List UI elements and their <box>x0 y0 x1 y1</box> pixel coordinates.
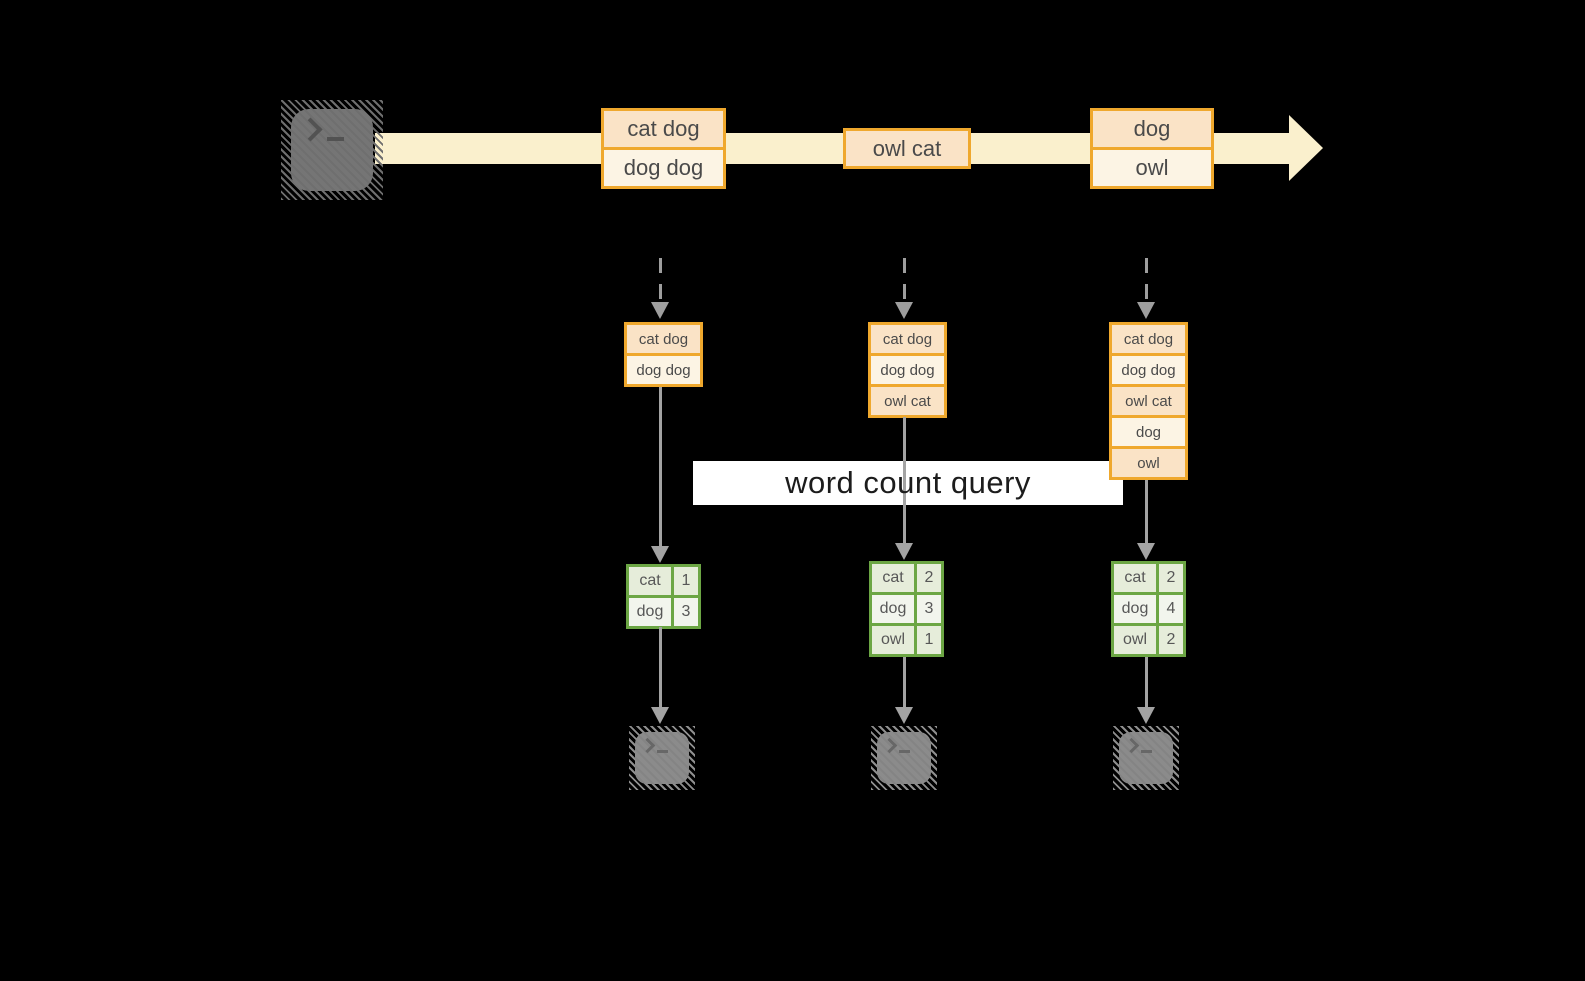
output-terminal-icon <box>1113 726 1179 790</box>
query-banner-background <box>693 461 1123 505</box>
buffer-event: cat dog <box>627 325 700 353</box>
terminal-cursor-icon <box>327 137 344 141</box>
arrow-shaft <box>903 417 906 543</box>
buffer-event: cat dog <box>871 325 944 353</box>
count-word-cell: owl <box>1114 626 1156 654</box>
dashed-arrow-head-icon <box>1137 302 1155 319</box>
count-value-cell: 3 <box>674 598 698 626</box>
count-word-cell: cat <box>1114 564 1156 592</box>
count-word-cell: dog <box>1114 595 1156 623</box>
count-word-cell: cat <box>872 564 914 592</box>
buffer-event: dog dog <box>871 353 944 384</box>
terminal-screen <box>877 732 931 784</box>
buffer-event: dog <box>1112 415 1185 446</box>
terminal-screen <box>291 109 373 191</box>
count-word-cell: dog <box>872 595 914 623</box>
count-value-cell: 2 <box>1159 564 1183 592</box>
arrow-head-icon <box>651 707 669 724</box>
output-terminal-icon <box>871 726 937 790</box>
stream-event: owl <box>1093 147 1211 186</box>
dashed-arrow-head-icon <box>895 302 913 319</box>
dashed-arrow-shaft <box>1145 258 1148 302</box>
dashed-arrow-shaft <box>903 258 906 302</box>
output-terminal-icon <box>629 726 695 790</box>
buffer-stack-1: cat dog dog dog <box>624 322 703 387</box>
arrow-head-icon <box>895 543 913 560</box>
arrow-head-icon <box>1137 707 1155 724</box>
buffer-event: dog dog <box>627 353 700 384</box>
count-value-cell: 1 <box>674 567 698 595</box>
stream-event: dog <box>1093 111 1211 147</box>
dashed-arrow-shaft <box>659 258 662 302</box>
source-terminal-icon <box>281 100 383 200</box>
arrow-shaft <box>1145 480 1148 543</box>
count-value-cell: 1 <box>917 626 941 654</box>
count-word-cell: owl <box>872 626 914 654</box>
arrow-shaft <box>659 627 662 707</box>
buffer-event: cat dog <box>1112 325 1185 353</box>
stream-event: cat dog <box>604 111 723 147</box>
terminal-prompt-chevron-icon <box>1123 737 1140 754</box>
count-value-cell: 2 <box>1159 626 1183 654</box>
arrow-head-icon <box>895 707 913 724</box>
count-table-2: cat 2 dog 3 owl 1 <box>869 561 944 657</box>
buffer-stack-3: cat dog dog dog owl cat dog owl <box>1109 322 1188 480</box>
buffer-event: owl <box>1112 446 1185 477</box>
arrow-head-icon <box>651 546 669 563</box>
buffer-event: dog dog <box>1112 353 1185 384</box>
stream-event-group-3: dog owl <box>1090 108 1214 189</box>
terminal-cursor-icon <box>1141 750 1152 753</box>
dashed-arrow-head-icon <box>651 302 669 319</box>
count-word-cell: cat <box>629 567 671 595</box>
count-value-cell: 4 <box>1159 595 1183 623</box>
count-word-cell: dog <box>629 598 671 626</box>
terminal-prompt-chevron-icon <box>881 737 898 754</box>
arrow-shaft <box>903 657 906 707</box>
terminal-cursor-icon <box>899 750 910 753</box>
count-table-1: cat 1 dog 3 <box>626 564 701 629</box>
buffer-event: owl cat <box>871 384 944 415</box>
stream-event-group-2: owl cat <box>843 128 971 169</box>
buffer-event: owl cat <box>1112 384 1185 415</box>
buffer-stack-2: cat dog dog dog owl cat <box>868 322 947 418</box>
terminal-cursor-icon <box>657 750 668 753</box>
stream-event-group-1: cat dog dog dog <box>601 108 726 189</box>
count-table-3: cat 2 dog 4 owl 2 <box>1111 561 1186 657</box>
terminal-prompt-chevron-icon <box>298 117 323 142</box>
arrow-head-icon <box>1137 543 1155 560</box>
stream-event: owl cat <box>846 131 968 166</box>
arrow-shaft <box>659 387 662 546</box>
terminal-screen <box>1119 732 1173 784</box>
arrow-shaft <box>1145 657 1148 707</box>
terminal-screen <box>635 732 689 784</box>
terminal-prompt-chevron-icon <box>639 737 656 754</box>
stream-arrowhead-icon <box>1289 115 1323 181</box>
count-value-cell: 2 <box>917 564 941 592</box>
count-value-cell: 3 <box>917 595 941 623</box>
stream-event: dog dog <box>604 147 723 186</box>
